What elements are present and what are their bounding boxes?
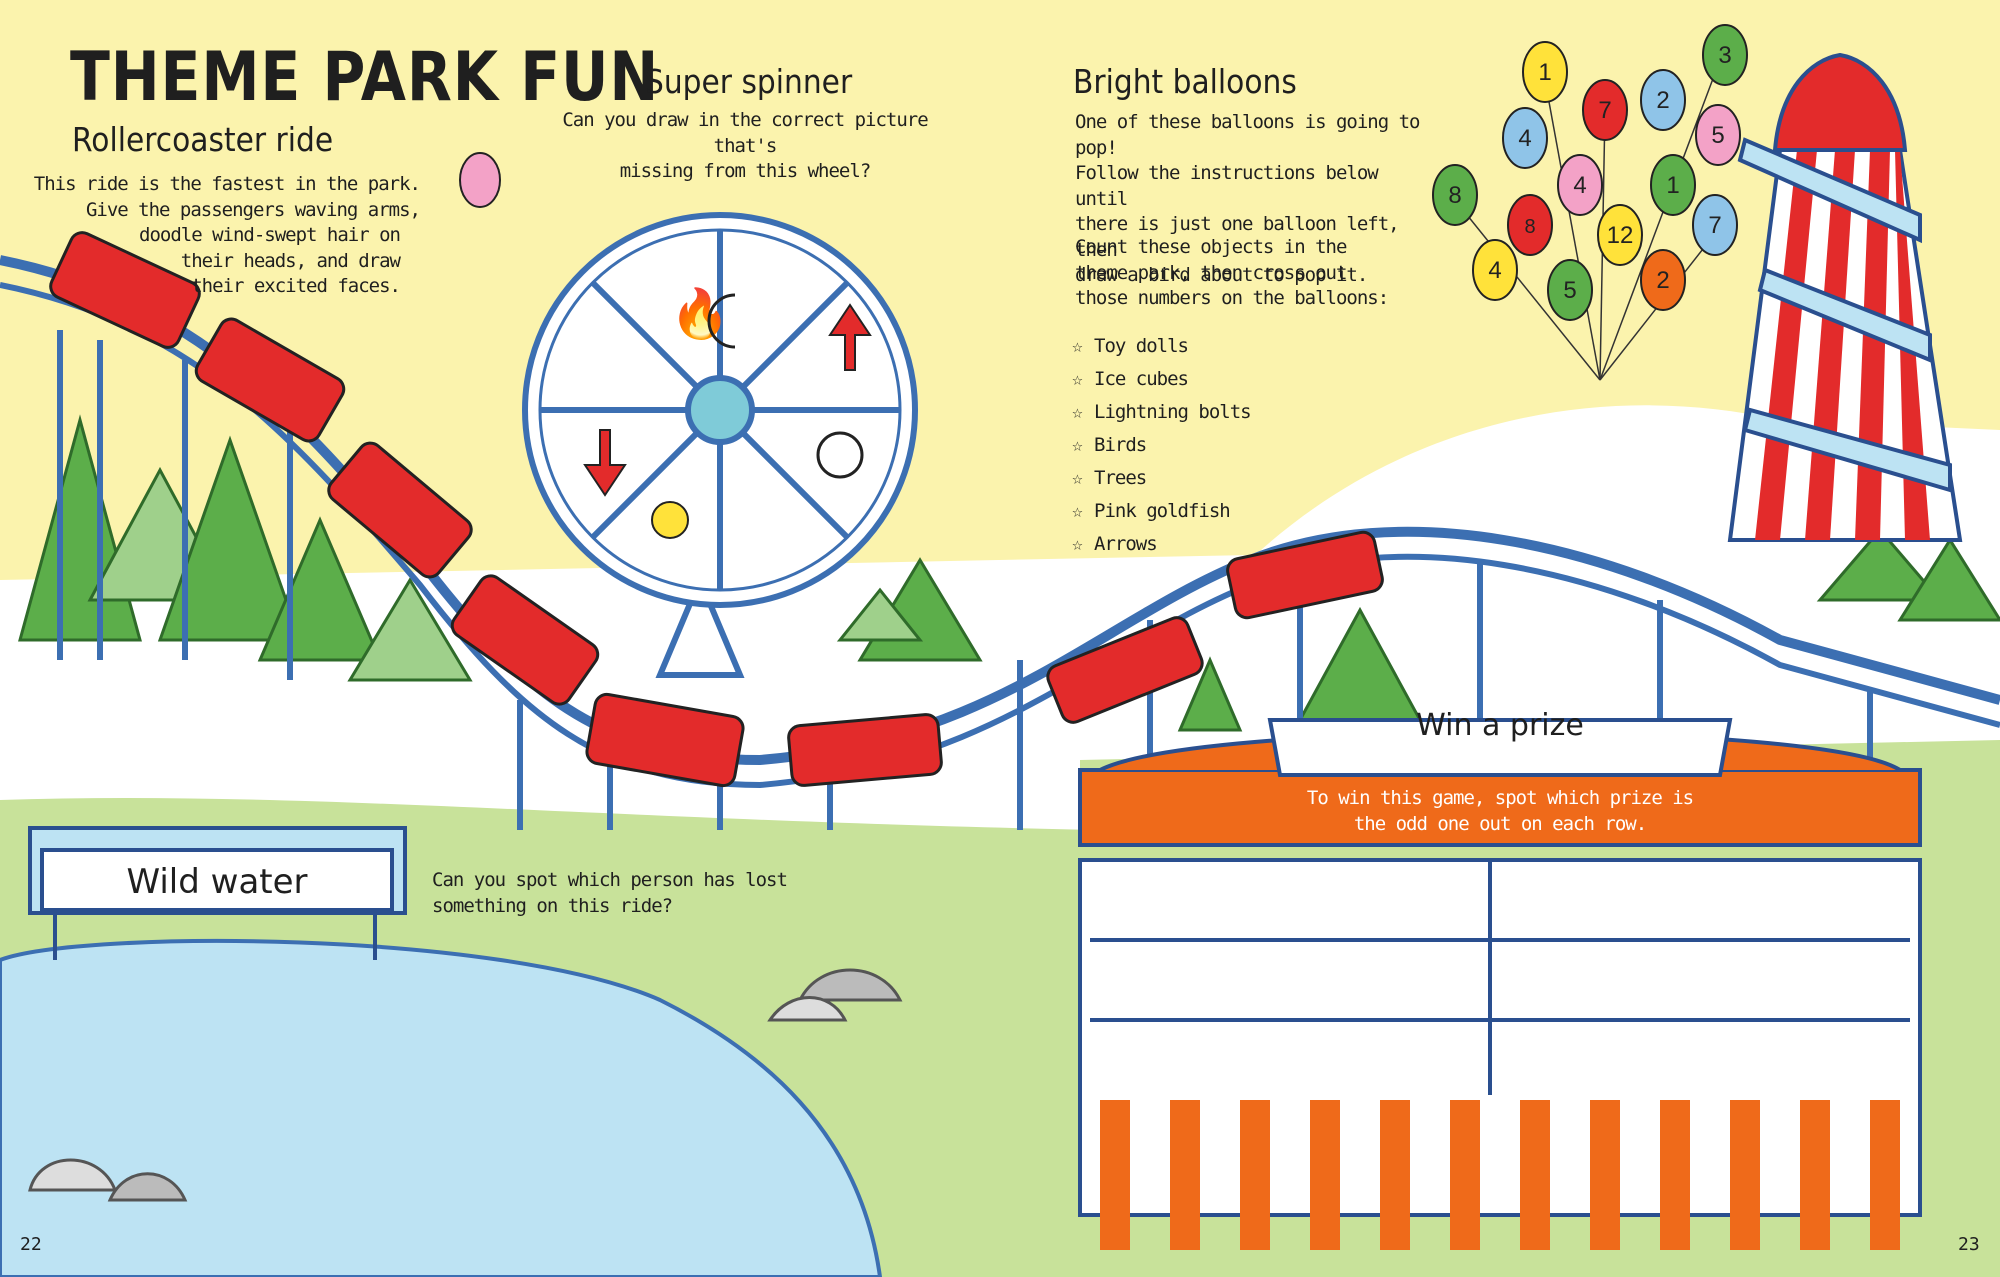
count-list-item: ☆ Trees [1072, 462, 1251, 495]
balloons-count-intro: Count these objects in the theme park, t… [1075, 235, 1435, 312]
star-icon: ☆ [1072, 435, 1083, 456]
balloon-number: 2 [1656, 267, 1669, 294]
balloons-line: theme park, then cross out [1075, 261, 1347, 284]
count-item-label: Ice cubes [1094, 368, 1189, 390]
rollercoaster-line: their excited faces. [191, 275, 401, 297]
balloon-number: 8 [1524, 216, 1535, 238]
prize-text: To win this game, spot which prize is th… [1240, 786, 1760, 837]
balloon-number: 4 [1573, 172, 1586, 199]
ferris-wheel [522, 212, 918, 678]
wild-water-text: Can you spot which person has lost somet… [432, 868, 792, 919]
count-list-item: ☆ Pink goldfish [1072, 495, 1251, 528]
wild-water-line: something on this ride? [432, 894, 673, 917]
balloon-number: 3 [1718, 42, 1731, 69]
rollercoaster-line: doodle wind-swept hair on [139, 224, 401, 246]
balloon-number: 8 [1448, 182, 1461, 209]
count-item-label: Toy dolls [1094, 335, 1189, 357]
balloon-number: 4 [1518, 125, 1531, 152]
page-title: THEME PARK FUN [70, 38, 660, 117]
balloon-number: 5 [1711, 122, 1724, 149]
prize-line: To win this game, spot which prize is [1306, 787, 1694, 809]
count-list-item: ☆ Lightning bolts [1072, 396, 1252, 429]
count-item-label: Pink goldfish [1094, 500, 1231, 522]
balloons-line: Follow the instructions below until [1075, 162, 1379, 210]
balloon-number: 5 [1563, 277, 1576, 304]
count-item-label: Trees [1094, 467, 1147, 489]
balloons-line: there is just one balloon left, then [1075, 213, 1400, 261]
count-list-item: ☆ Arrows [1072, 528, 1251, 561]
balloon-number: 4 [1488, 257, 1501, 284]
count-item-label: Lightning bolts [1094, 401, 1252, 423]
count-item-label: Arrows [1094, 533, 1158, 555]
prize-stall [1078, 718, 1922, 1250]
star-icon: ☆ [1072, 534, 1083, 555]
rollercoaster-line: their heads, and draw [180, 249, 401, 272]
star-icon: ☆ [1072, 369, 1083, 390]
trees-right [1177, 527, 2000, 732]
balloons-line: draw a bird about to pop it. [1075, 264, 1368, 286]
spinner-line: missing from this wheel? [619, 160, 872, 182]
balloon-number: 7 [1708, 212, 1721, 239]
rollercoaster-text: This ride is the fastest in the park. Gi… [0, 172, 421, 300]
wild-water-sign [28, 826, 407, 960]
count-list-item: ☆ Ice cubes [1072, 363, 1251, 396]
count-list: ☆ Toy dolls ☆ Ice cubes ☆ Lightning bolts ☆… [1072, 330, 1252, 561]
balloon-number: 7 [1598, 97, 1611, 124]
rollercoaster-heading: Rollercoaster ride [72, 120, 334, 159]
prize-banner: Win a prize [1416, 708, 1584, 743]
svg-text:🔥: 🔥 [670, 286, 730, 341]
prize-line: the odd one out on each row. [1353, 812, 1647, 835]
rocks [28, 968, 903, 1202]
page-number-right: 23 [1958, 1234, 1980, 1255]
spinner-line: Can you draw in the correct picture that… [562, 109, 928, 157]
star-icon: ☆ [1072, 402, 1083, 423]
spinner-text: Can you draw in the correct picture that… [540, 108, 950, 185]
balloons-intro: One of these balloons is going to pop! F… [1075, 110, 1435, 289]
wheel-pictures: 🔥 [583, 286, 872, 539]
balloon-number: 12 [1607, 222, 1634, 249]
balloons-line: those numbers on the balloons: [1075, 287, 1389, 309]
balloon-number: 1 [1666, 172, 1679, 199]
rollercoaster-line: Give the passengers waving arms, [85, 198, 421, 221]
count-item-label: Birds [1094, 434, 1147, 456]
count-list-item: ☆ Birds [1072, 429, 1251, 462]
page-number-left: 22 [20, 1234, 42, 1255]
balloon-number: 1 [1538, 59, 1551, 86]
rollercoaster-line: This ride is the fastest in the park. [33, 173, 421, 195]
spinner-heading: Super spinner [645, 62, 853, 101]
star-icon: ☆ [1072, 336, 1083, 357]
balloons-line: One of these balloons is going to pop! [1075, 111, 1421, 159]
balloon-number: 2 [1656, 87, 1669, 114]
balloon-bunch [459, 24, 1748, 381]
balloons-heading: Bright balloons [1073, 62, 1297, 101]
wild-water-heading: Wild water [126, 862, 308, 902]
count-list-item: ☆ Toy dolls [1072, 330, 1251, 363]
balloons-line: Count these objects in the [1075, 236, 1347, 258]
star-icon: ☆ [1072, 501, 1083, 522]
coaster-cars [49, 231, 1384, 788]
star-icon: ☆ [1072, 468, 1083, 489]
wild-water-line: Can you spot which person has lost [432, 869, 788, 891]
river [0, 938, 883, 1277]
trees-left [18, 414, 983, 682]
helter-skelter [1727, 52, 1963, 542]
